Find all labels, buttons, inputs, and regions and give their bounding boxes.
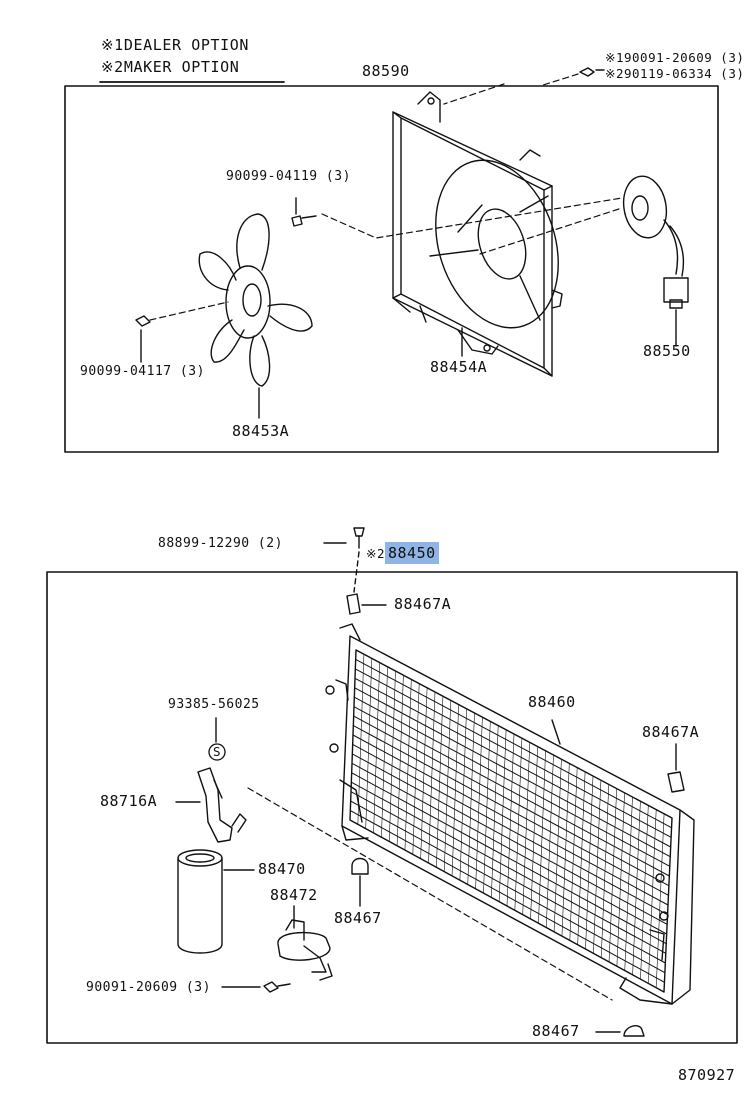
- condenser-fin: [624, 796, 633, 971]
- condenser-fin: [593, 779, 602, 954]
- fan-shroud-drawing: [392, 91, 563, 377]
- note-mark: ※1: [101, 36, 124, 54]
- condenser-fin: [514, 737, 523, 911]
- condenser-fin: [436, 695, 444, 868]
- label-plug: 93385-56025: [168, 697, 260, 712]
- condenser-fin: [388, 670, 396, 842]
- condenser-fin: [655, 813, 665, 989]
- condenser-fin: [381, 666, 388, 838]
- condenser-fin: [412, 683, 420, 855]
- label-motor: 88550: [643, 342, 691, 360]
- condenser-drawing: [325, 623, 695, 1005]
- condenser-fin: [404, 679, 412, 851]
- note-maker-option: ※2MAKER OPTION: [101, 60, 239, 75]
- motor-drawing: [622, 175, 689, 345]
- condenser-fin: [475, 716, 483, 890]
- condenser-fin: [451, 704, 460, 877]
- label-cushion-bottom: 88467: [532, 1022, 580, 1040]
- condenser-fin: [428, 691, 436, 864]
- top-group-frame: [64, 85, 719, 453]
- label-bolt-bottom: 90091-20609 (3): [86, 980, 211, 995]
- condenser-fin: [459, 708, 467, 881]
- condenser-fin: [490, 725, 499, 898]
- condenser-fin: [647, 809, 657, 984]
- condenser-fin: [498, 729, 507, 903]
- label-bolt-top: 88899-12290 (2): [158, 536, 283, 551]
- condenser-fin: [553, 758, 562, 933]
- label-receiver: 88470: [258, 860, 306, 878]
- condenser-fin: [569, 767, 578, 941]
- condenser-fin: [373, 662, 381, 834]
- condenser-fin: [608, 788, 618, 963]
- condenser-fin: [530, 746, 539, 920]
- label-screw-shroud: 90099-04119 (3): [226, 169, 351, 184]
- note-text: DEALER OPTION: [123, 36, 250, 54]
- condenser-fin: [522, 742, 531, 915]
- label-bolt-b: ※290119-06334 (3): [605, 66, 745, 81]
- note-dealer-option: ※1DEALER OPTION: [101, 38, 249, 53]
- condenser-fin: [365, 658, 373, 829]
- condenser-mark: ※2: [366, 546, 385, 561]
- condenser-fin: [600, 784, 610, 958]
- figure-id: 870927: [678, 1066, 736, 1084]
- label-pipe: 88716A: [100, 792, 158, 810]
- label-condenser: 88460: [528, 693, 576, 711]
- label-shroud: 88454A: [430, 358, 488, 376]
- condenser-fin: [443, 700, 452, 872]
- label-cushion-mid: 88467: [334, 909, 382, 927]
- condenser-fin: [357, 653, 365, 825]
- condenser-fin: [632, 800, 641, 976]
- condenser-fin: [396, 674, 404, 847]
- label-bolt-a: ※190091-20609 (3): [605, 50, 745, 65]
- bottom-group-frame: [46, 571, 738, 1044]
- condenser-fin: [545, 754, 554, 928]
- condenser-fin: [483, 721, 491, 894]
- plug-symbol: S: [213, 744, 222, 759]
- label-cushion-right: 88467A: [642, 723, 700, 741]
- condenser-fin: [577, 771, 586, 946]
- condenser-fin: [585, 775, 594, 950]
- condenser-fin: [506, 733, 515, 907]
- condenser-assy-number: 88450: [385, 542, 439, 564]
- note-mark: ※2: [101, 58, 124, 76]
- condenser-fin: [616, 792, 625, 967]
- condenser-fin: [467, 712, 475, 885]
- fan-drawing: [198, 213, 313, 387]
- condenser-fin: [640, 805, 649, 980]
- label-cushion-top: 88467A: [394, 595, 452, 613]
- condenser-fin: [561, 763, 570, 937]
- condenser-fin: [420, 687, 428, 860]
- condenser-fin: [538, 750, 546, 924]
- label-fan: 88453A: [232, 422, 290, 440]
- note-text: MAKER OPTION: [123, 58, 240, 76]
- label-screw-fan: 90099-04117 (3): [80, 364, 205, 379]
- label-bracket: 88472: [270, 886, 318, 904]
- label-fan-shroud-assy: 88590: [362, 62, 410, 80]
